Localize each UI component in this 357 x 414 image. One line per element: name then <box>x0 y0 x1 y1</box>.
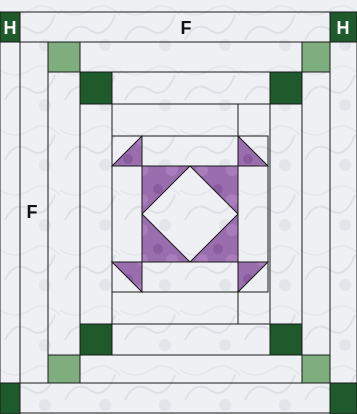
second-ring-left-strip <box>48 72 80 355</box>
label-corner-top-left: H <box>4 18 17 38</box>
label-left-border: F <box>27 202 38 222</box>
dark-green-square-bottom-right <box>270 324 302 355</box>
third-ring-bottom-strip <box>112 292 238 324</box>
third-ring-left-strip <box>80 104 112 324</box>
corner-square-bottom-right <box>330 383 357 414</box>
dark-green-square-bottom-left <box>80 324 112 355</box>
outer-border-top <box>20 12 330 42</box>
light-green-square-bottom-right <box>302 355 330 383</box>
outer-border-left <box>0 42 20 383</box>
corner-square-bottom-left <box>0 383 20 414</box>
label-corner-top-right: H <box>337 18 350 38</box>
light-green-square-top-right <box>302 42 330 72</box>
label-top-border: F <box>181 18 192 38</box>
outer-border-right <box>330 42 357 383</box>
second-ring-right-strip <box>270 72 302 355</box>
light-green-square-top-left <box>48 42 80 72</box>
dark-green-square-top-right <box>270 72 302 104</box>
third-ring-top-strip <box>112 104 238 136</box>
dark-green-square-top-left <box>80 72 112 104</box>
light-green-square-bottom-left <box>48 355 80 383</box>
outer-border-bottom <box>20 383 330 413</box>
